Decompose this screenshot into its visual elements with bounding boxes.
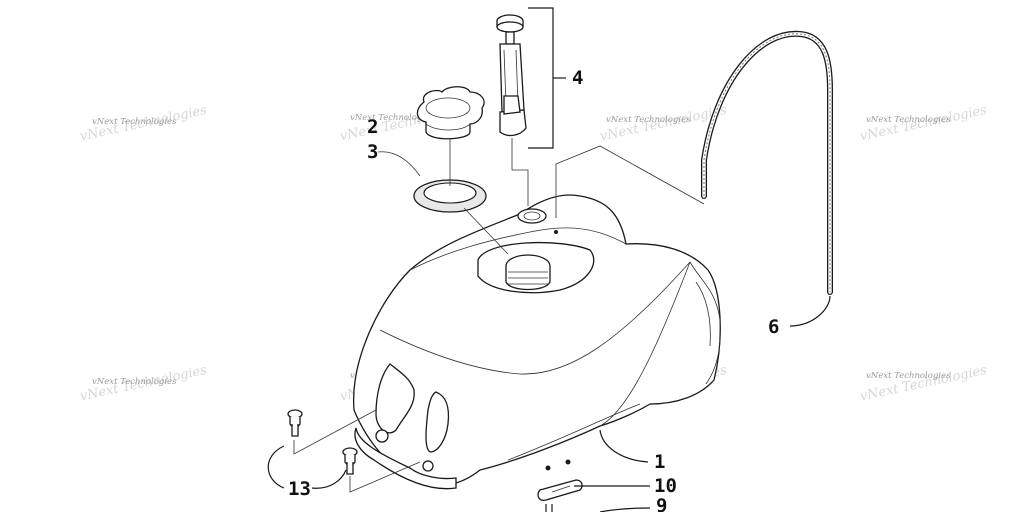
- screw: [287, 409, 303, 437]
- mounting-strap: [537, 459, 583, 501]
- watermark: vNext Technologies: [92, 377, 177, 387]
- bracket-bolt: [545, 504, 553, 512]
- callout-10: 10: [654, 475, 677, 497]
- fuel-cap: [416, 86, 485, 140]
- callout-3: 3: [367, 141, 378, 163]
- watermark: vNext Technologies: [866, 371, 951, 381]
- callout-labels: 2 3 4 6 1 10 9 13: [288, 67, 779, 512]
- callout-2: 2: [367, 116, 378, 138]
- watermark: vNext Technologies: [350, 113, 435, 123]
- callout-6: 6: [768, 316, 779, 338]
- watermark: vNext Technologies: [866, 115, 951, 125]
- screw: [342, 447, 358, 475]
- watermark: vNext Technologies: [606, 115, 691, 125]
- watermark-big: vNext Technologies: [859, 363, 989, 405]
- fuel-gauge: [496, 14, 527, 137]
- breather-hose: [701, 30, 833, 295]
- watermark: vNext Technologies: [92, 117, 177, 127]
- callout-4: 4: [572, 67, 583, 89]
- fuel-tank: [353, 194, 721, 490]
- callout-13: 13: [288, 478, 311, 500]
- callout-1: 1: [654, 451, 665, 473]
- callout-9: 9: [656, 495, 667, 512]
